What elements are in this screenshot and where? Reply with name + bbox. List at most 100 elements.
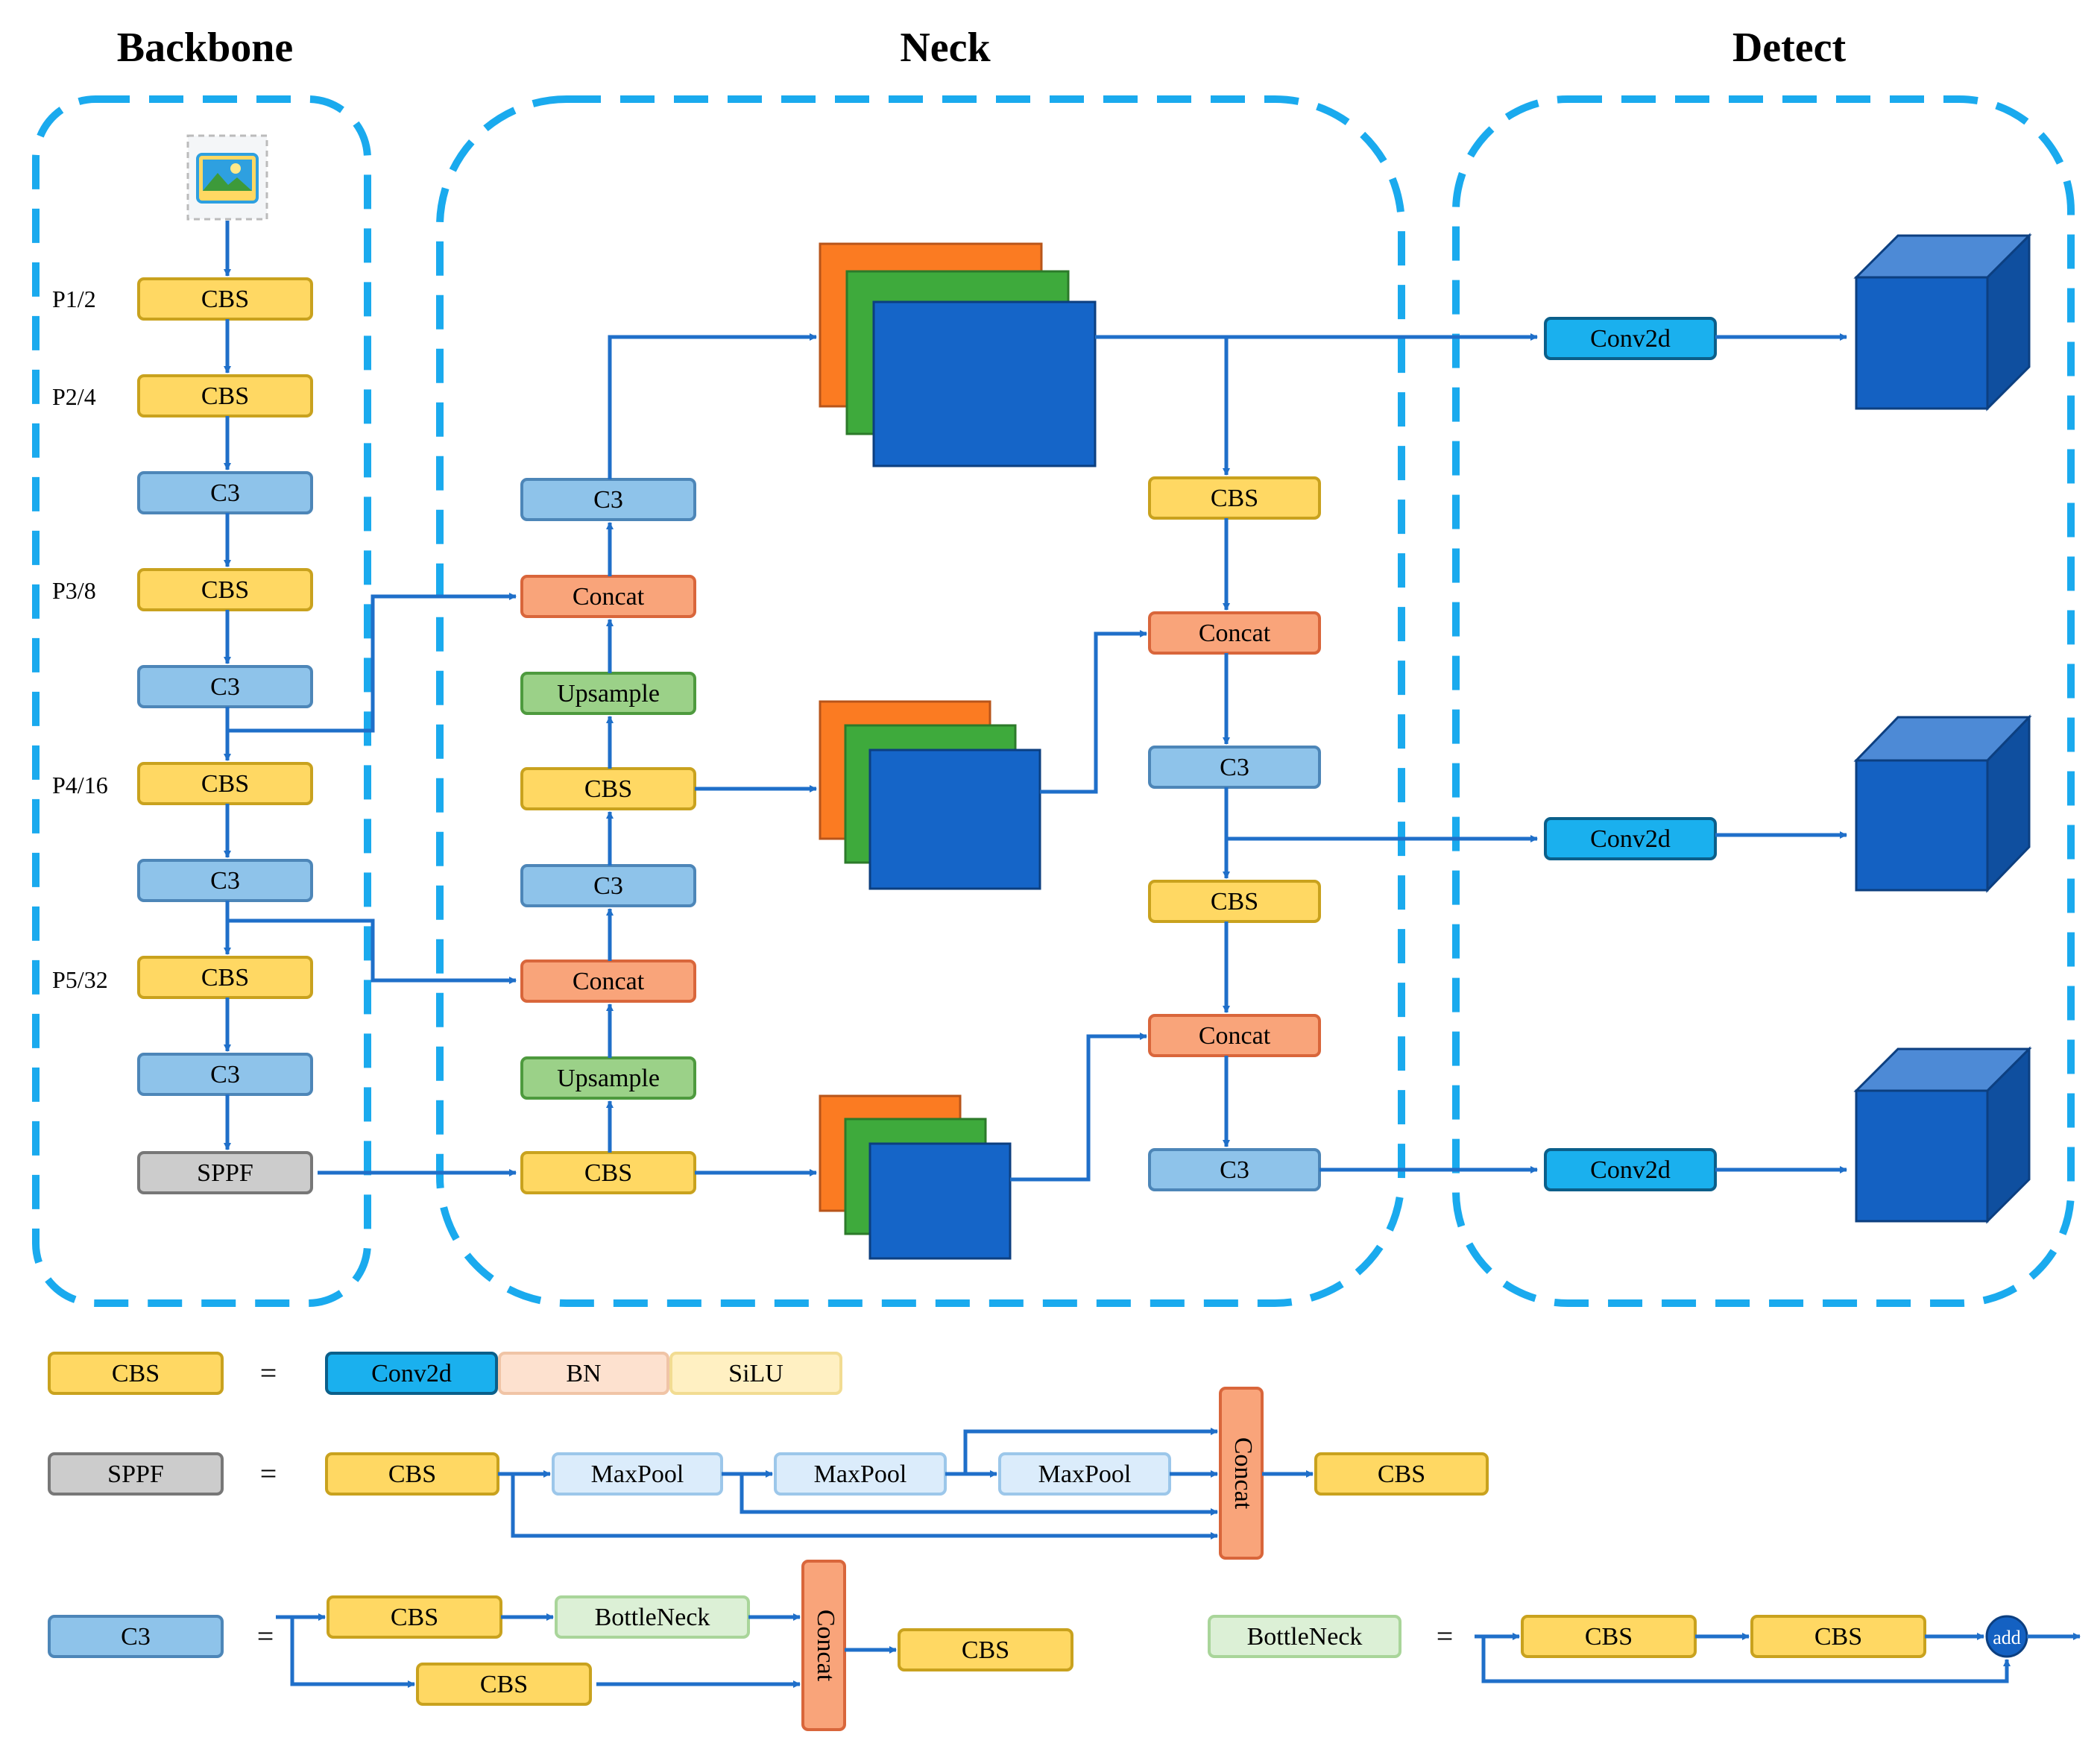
- svg-text:C3: C3: [210, 479, 240, 507]
- svg-text:C3: C3: [121, 1623, 151, 1651]
- backbone-cbs-block: CBS: [137, 956, 313, 999]
- svg-text:CBS: CBS: [1211, 485, 1258, 512]
- neck-concat-block: Concat: [520, 575, 696, 618]
- legend-c3-arrows: [276, 1613, 897, 1688]
- legend-c3-row: C3 = CBS BottleNeck CBS Concat CBS: [48, 1560, 1073, 1731]
- p-label: P3/8: [52, 577, 96, 604]
- neck-cbs-block: CBS: [520, 767, 696, 810]
- p-label: P5/32: [52, 966, 108, 993]
- svg-text:Conv2d: Conv2d: [371, 1360, 452, 1387]
- svg-text:CBS: CBS: [584, 775, 632, 803]
- backbone-cbs-block: CBS: [137, 762, 313, 805]
- section-title-backbone: Backbone: [117, 25, 294, 71]
- detect-conv2d-block: Conv2d: [1544, 817, 1717, 860]
- neck-frame: [436, 95, 1405, 1307]
- svg-text:Concat: Concat: [812, 1610, 839, 1682]
- neck-concat-block: Concat: [1148, 1014, 1321, 1057]
- neck-concat-block: Concat: [520, 959, 696, 1003]
- svg-text:Concat: Concat: [1199, 620, 1271, 647]
- svg-text:=: =: [1437, 1619, 1454, 1653]
- svg-text:Concat: Concat: [573, 583, 645, 611]
- svg-text:Conv2d: Conv2d: [1590, 825, 1671, 853]
- svg-text:SiLU: SiLU: [728, 1360, 783, 1387]
- svg-text:CBS: CBS: [201, 382, 249, 410]
- svg-text:Upsample: Upsample: [557, 680, 660, 708]
- svg-text:=: =: [260, 1356, 277, 1390]
- svg-text:C3: C3: [210, 1061, 240, 1088]
- svg-text:BottleNeck: BottleNeck: [1247, 1623, 1363, 1651]
- section-title-neck: Neck: [900, 25, 991, 71]
- svg-text:Concat: Concat: [1229, 1437, 1257, 1510]
- backbone-sppf-block: SPPF: [137, 1151, 313, 1194]
- svg-text:CBS: CBS: [391, 1604, 438, 1631]
- svg-text:CBS: CBS: [112, 1360, 160, 1387]
- svg-text:CBS: CBS: [201, 576, 249, 604]
- output-cube-large: [1853, 233, 2032, 412]
- p-label: P1/2: [52, 286, 96, 312]
- feature-map-medium: [819, 700, 1041, 890]
- neck-upsample-block: Upsample: [520, 672, 696, 715]
- svg-text:Concat: Concat: [573, 968, 645, 995]
- svg-text:CBS: CBS: [201, 964, 249, 992]
- backbone-c3-block: C3: [137, 859, 313, 902]
- legend-bottleneck-arrows: [1475, 1633, 2081, 1683]
- svg-text:C3: C3: [1220, 1156, 1249, 1184]
- feature-map-large: [819, 242, 1097, 467]
- svg-text:CBS: CBS: [1378, 1460, 1425, 1488]
- svg-text:=: =: [260, 1457, 277, 1490]
- output-cube-small: [1853, 1046, 2032, 1224]
- backbone-cbs-block: CBS: [137, 374, 313, 417]
- svg-text:add: add: [1993, 1627, 2021, 1648]
- backbone-frame: [32, 95, 371, 1307]
- detect-conv2d-block: Conv2d: [1544, 1148, 1717, 1191]
- svg-text:SPPF: SPPF: [107, 1460, 164, 1488]
- svg-text:BottleNeck: BottleNeck: [595, 1604, 710, 1631]
- svg-text:MaxPool: MaxPool: [814, 1460, 907, 1488]
- svg-text:Concat: Concat: [1199, 1022, 1271, 1050]
- backbone-c3-block: C3: [137, 1053, 313, 1096]
- svg-text:CBS: CBS: [1211, 888, 1258, 916]
- backbone-arrows: [224, 319, 517, 1176]
- neck-upsample-block: Upsample: [520, 1056, 696, 1100]
- backbone-cbs-block: CBS: [137, 277, 313, 321]
- detect-conv2d-block: Conv2d: [1544, 317, 1717, 360]
- svg-text:Conv2d: Conv2d: [1590, 325, 1671, 353]
- legend-sppf-row: SPPF = CBS MaxPool MaxPool MaxPool Conca…: [48, 1387, 1489, 1560]
- svg-text:CBS: CBS: [962, 1636, 1009, 1664]
- legend-sppf-arrows: [498, 1428, 1314, 1540]
- output-cube-medium: [1853, 714, 2032, 893]
- svg-text:C3: C3: [593, 872, 623, 900]
- neck-c3-block: C3: [1148, 1148, 1321, 1191]
- svg-text:C3: C3: [593, 486, 623, 514]
- p-label: P4/16: [52, 772, 108, 798]
- svg-text:Conv2d: Conv2d: [1590, 1156, 1671, 1184]
- input-image-icon: [186, 134, 268, 221]
- backbone-c3-block: C3: [137, 665, 313, 708]
- svg-text:C3: C3: [1220, 754, 1249, 781]
- svg-text:CBS: CBS: [1814, 1623, 1862, 1651]
- svg-text:C3: C3: [210, 867, 240, 895]
- svg-text:CBS: CBS: [584, 1159, 632, 1187]
- svg-text:C3: C3: [210, 673, 240, 701]
- detect-arrows: [1715, 333, 1847, 1173]
- neck-cbs-block: CBS: [1148, 880, 1321, 923]
- svg-text:CBS: CBS: [388, 1460, 436, 1488]
- neck-concat-block: Concat: [1148, 611, 1321, 655]
- p-label: P2/4: [52, 383, 96, 410]
- legend-bottleneck-row: BottleNeck = CBS CBS add: [1208, 1615, 2028, 1658]
- section-title-detect: Detect: [1732, 25, 1847, 71]
- svg-text:MaxPool: MaxPool: [1038, 1460, 1132, 1488]
- neck-right-arrows: [1010, 333, 1538, 1182]
- svg-text:CBS: CBS: [201, 286, 249, 313]
- svg-text:SPPF: SPPF: [197, 1159, 253, 1187]
- neck-left-arrows: [606, 333, 817, 1176]
- neck-c3-block: C3: [520, 478, 696, 521]
- legend-cbs-row: CBS = Conv2d BN SiLU: [48, 1352, 842, 1395]
- neck-c3-block: C3: [520, 864, 696, 907]
- svg-text:CBS: CBS: [480, 1671, 528, 1698]
- neck-cbs-block: CBS: [1148, 476, 1321, 520]
- svg-text:=: =: [257, 1619, 274, 1653]
- backbone-cbs-block: CBS: [137, 568, 313, 611]
- svg-text:CBS: CBS: [1585, 1623, 1633, 1651]
